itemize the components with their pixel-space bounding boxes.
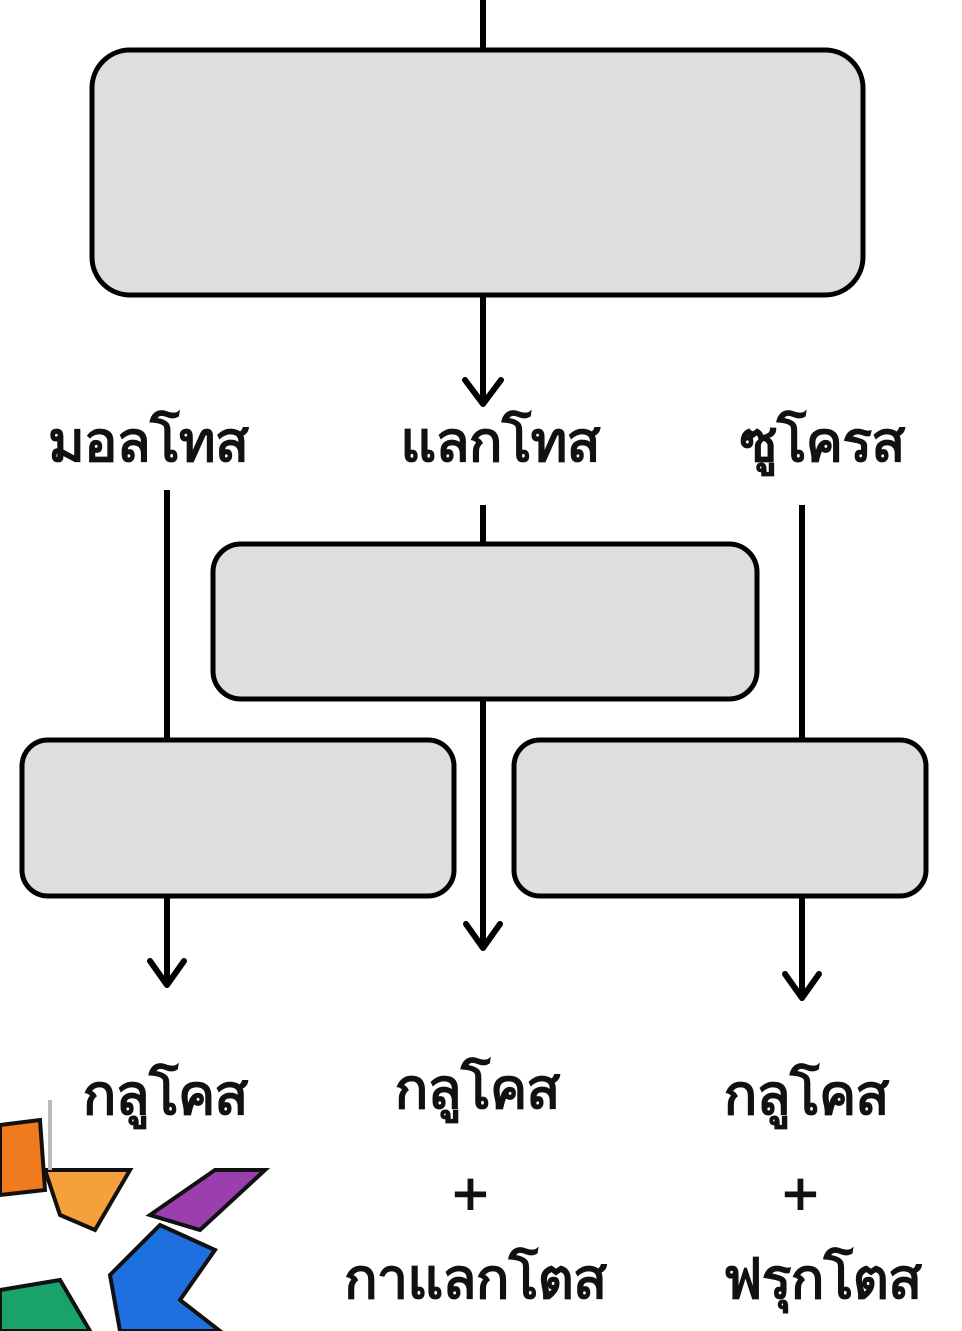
right-arrow-head: [782, 971, 822, 1001]
left-arrow-head: [147, 958, 187, 988]
left-enzyme-box: [19, 737, 457, 899]
maltose-label: มอลโทส: [47, 410, 249, 475]
middle-product-glucose: กลูโคส: [394, 1057, 561, 1122]
sucrose-label: ซูโครส: [739, 410, 906, 475]
top-process-box: [89, 47, 866, 298]
middle-enzyme-box: [210, 541, 760, 702]
middle-arrow-head: [463, 921, 503, 951]
top-arrow-head: [462, 377, 504, 407]
left-product-glucose: กลูโคส: [82, 1063, 249, 1128]
middle-product-galactose: กาแลกโตส: [343, 1247, 607, 1312]
right-enzyme-box: [511, 737, 929, 899]
colorful-logo-icon: [0, 1100, 271, 1331]
right-product-plus: +: [779, 1164, 822, 1222]
right-product-glucose: กลูโคส: [723, 1063, 890, 1128]
lactose-label: แลกโทส: [400, 410, 600, 475]
right-product-fructose: ฟรุกโตส: [722, 1247, 922, 1312]
middle-product-plus: +: [449, 1164, 492, 1222]
